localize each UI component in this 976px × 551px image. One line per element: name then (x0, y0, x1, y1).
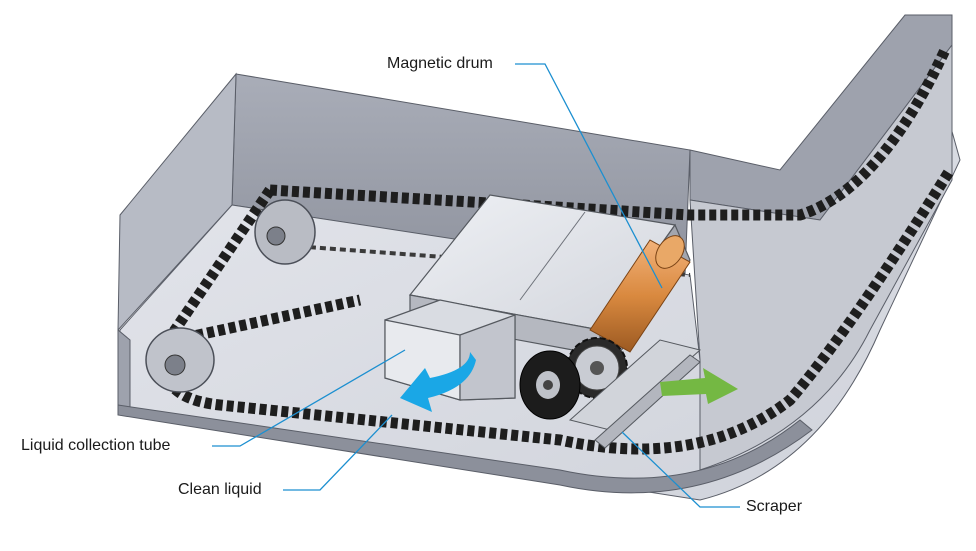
idler-sprocket-lower (145, 327, 215, 393)
callout-line-magnetic-drum (515, 63, 663, 289)
magnetic-drum-label: Magnetic drum (387, 55, 493, 72)
scraper-blade (568, 339, 702, 449)
callout-line-scraper (621, 431, 740, 508)
clean-liquid-label: Clean liquid (178, 481, 262, 498)
magnetic-drum-cylinder (589, 235, 691, 353)
collection-tube (384, 299, 516, 401)
liquid-collection-tube-label: Liquid collection tube (21, 437, 171, 454)
idler-sprocket-upper (254, 199, 316, 265)
scraper-label: Scraper (746, 498, 803, 515)
callout-line-clean-liquid (283, 414, 393, 491)
callout-lines (212, 63, 740, 508)
callout-line-liquid-collection-tube (212, 349, 406, 447)
pinch-roller (519, 350, 581, 420)
clean-liquid-flow-arrow (400, 352, 476, 412)
chip-discharge-arrow (660, 368, 738, 404)
